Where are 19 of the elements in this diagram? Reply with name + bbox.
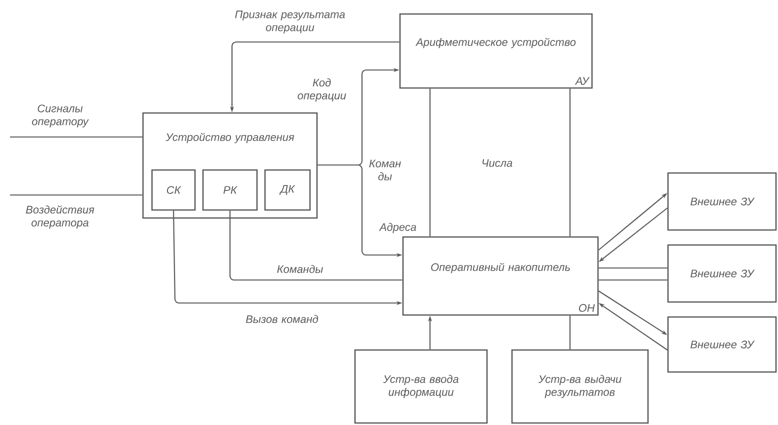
register-box: РК bbox=[202, 169, 258, 211]
unit-box: Арифметическое устройство АУ bbox=[399, 13, 593, 89]
label: Числа bbox=[482, 159, 512, 167]
input-device-box: Устр-ва ввода информации bbox=[354, 349, 488, 424]
edge-label: Сигналы оператору bbox=[32, 104, 89, 128]
edge-label: Адреса bbox=[378, 222, 416, 234]
storage-box: Внешнее ЗУ bbox=[667, 316, 777, 373]
edge-label: Воздействия оператора bbox=[26, 205, 94, 229]
storage-box: Внешнее ЗУ bbox=[667, 172, 777, 231]
edge-label: Команды bbox=[277, 264, 323, 274]
edge-label: Признак результата операции bbox=[235, 10, 345, 34]
register-box: СК bbox=[151, 169, 196, 211]
register-box: ДК bbox=[264, 169, 311, 211]
storage-box: Внешнее ЗУ bbox=[667, 244, 777, 303]
edge-label: Вызов команд bbox=[246, 314, 318, 324]
storage-box: Оперативный накопитель ОН bbox=[402, 236, 599, 316]
output-device-box: Устр-ва выдачи результатов bbox=[511, 349, 649, 424]
label: Коман ды bbox=[369, 160, 401, 180]
edge-label: Код операции bbox=[298, 78, 346, 102]
